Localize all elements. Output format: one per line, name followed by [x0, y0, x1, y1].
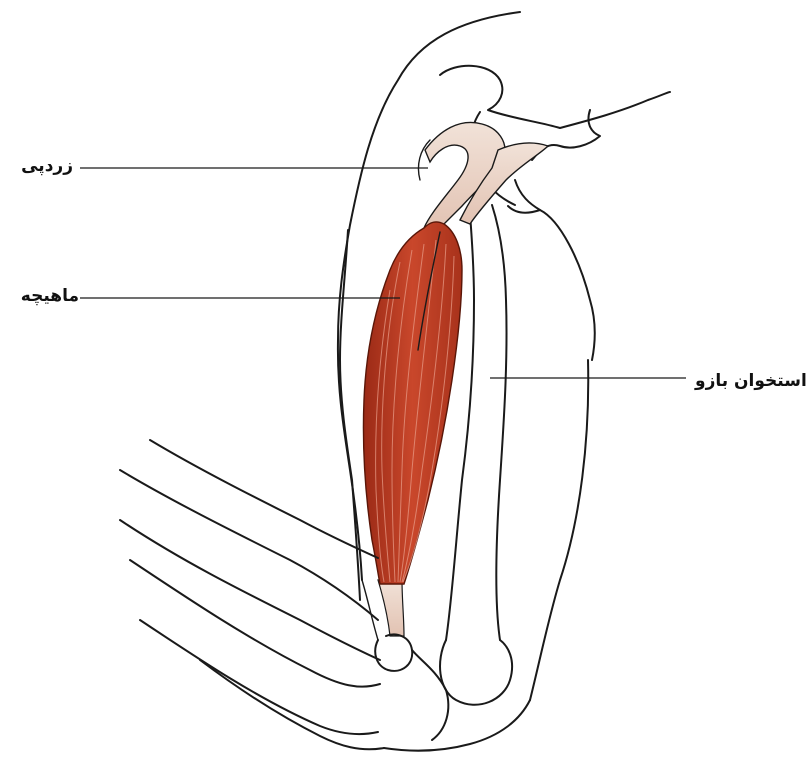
muscle-label: ماهیچه — [21, 288, 79, 305]
distal-tendon — [378, 580, 404, 636]
tendon-label: زردپی — [21, 158, 73, 175]
biceps-muscle — [363, 222, 462, 584]
humerus-label: استخوان بازو — [695, 373, 807, 390]
